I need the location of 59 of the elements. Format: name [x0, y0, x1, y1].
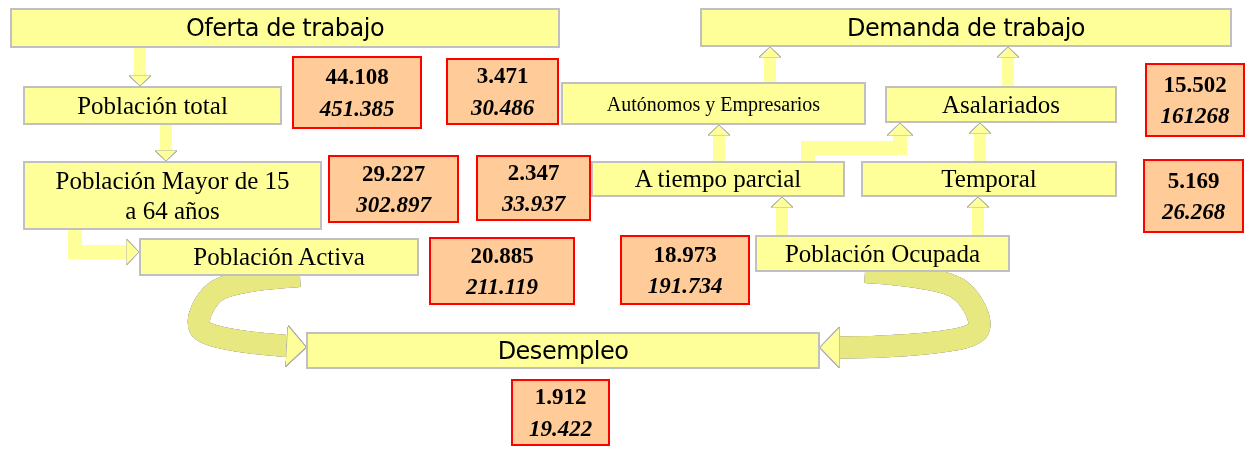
- value-box: [446, 58, 559, 125]
- process-box: [885, 86, 1117, 123]
- value-box: [1143, 159, 1244, 233]
- block-arrow: [966, 196, 990, 235]
- value-text: 20.885: [470, 241, 534, 270]
- value-text: 44.108: [325, 63, 389, 92]
- box-label: Población Ocupada: [784, 238, 981, 269]
- value-text: 29.227: [361, 159, 426, 188]
- value-text: 30.486: [470, 93, 535, 122]
- value-box: [328, 155, 459, 223]
- block-arrow: [758, 46, 782, 82]
- box-label: A tiempo parcial: [634, 164, 802, 194]
- process-box: [10, 8, 560, 48]
- block-arrow: [154, 125, 178, 162]
- box-label: Población Mayor de 15 a 64 años: [55, 165, 290, 226]
- value-box: [511, 379, 610, 446]
- process-box: [306, 332, 820, 369]
- block-arrow: [968, 122, 992, 161]
- value-text: 161268: [1160, 102, 1230, 130]
- block-arrow: [996, 46, 1020, 86]
- block-arrow: [770, 196, 794, 235]
- block-arrow: [128, 48, 152, 87]
- value-text: 15.502: [1163, 70, 1227, 99]
- box-label: Población Activa: [193, 242, 365, 272]
- value-box: [429, 237, 575, 305]
- value-box: [292, 56, 422, 129]
- value-text: 451.385: [319, 94, 395, 123]
- process-box: [591, 161, 845, 197]
- process-box: [561, 82, 866, 125]
- box-label: Desempleo: [497, 336, 629, 365]
- value-text: 18.973: [653, 240, 717, 269]
- block-arrow: [707, 124, 731, 161]
- value-text: 26.268: [1161, 198, 1226, 226]
- block-arrow: [801, 122, 914, 161]
- value-text: 302.897: [356, 191, 431, 219]
- process-box: [755, 235, 1010, 272]
- box-label: Temporal: [941, 164, 1037, 194]
- value-text: 33.937: [501, 190, 566, 218]
- process-box: [861, 161, 1117, 197]
- value-text: 2.347: [507, 158, 560, 187]
- process-box: [700, 8, 1232, 47]
- box-label: Autónomos y Empresarios: [606, 91, 821, 116]
- value-box: [1145, 63, 1245, 137]
- value-box: [620, 235, 750, 305]
- value-text: 19.422: [528, 414, 593, 443]
- box-label: Asalariados: [942, 89, 1060, 120]
- value-box: [476, 155, 591, 221]
- process-box: [23, 161, 322, 230]
- block-arrow: [68, 230, 140, 266]
- process-box: [139, 238, 419, 276]
- value-text: 1.912: [534, 383, 587, 412]
- value-text: 211.119: [465, 273, 539, 301]
- box-label: Oferta de trabajo: [185, 14, 385, 42]
- value-text: 191.734: [647, 272, 723, 300]
- process-box: [23, 86, 282, 125]
- box-label: Demanda de trabajo: [847, 13, 1085, 42]
- value-text: 5.169: [1167, 166, 1220, 195]
- value-text: 3.471: [476, 62, 529, 91]
- box-label: Población total: [77, 90, 228, 121]
